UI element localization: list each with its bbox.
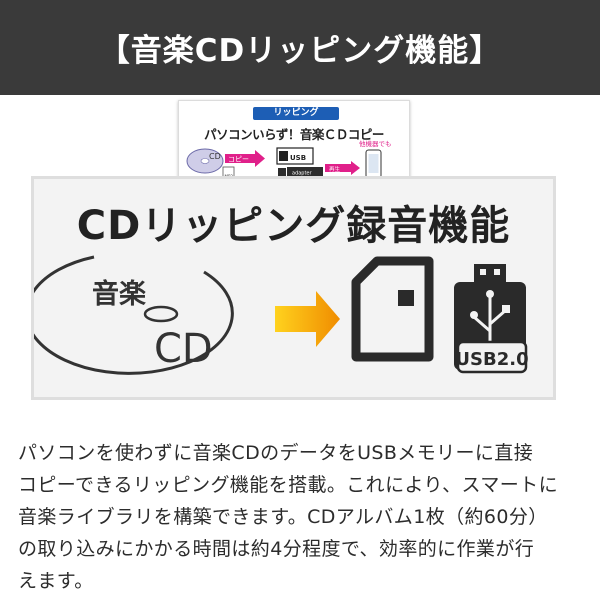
ripping-thumbnail: リッピング パソコンいらず！音楽ＣＤコピー CD MP3 コピー USB ada…: [178, 100, 410, 190]
thumb-sd-label: adapter: [292, 171, 313, 177]
description-line: えます。: [18, 570, 94, 592]
feature-description: パソコンを使わずに音楽CDのデータをUSBメモリーに直接 コピーできるリッピング…: [18, 437, 586, 597]
cd-disc-icon: CD: [186, 148, 224, 174]
copy-arrow-icon: コピー: [225, 150, 265, 167]
banner-title: 【音楽CDリッピング機能】: [0, 0, 600, 95]
panel-title: CDリッピング録音機能: [76, 203, 511, 249]
ripping-pill-label: リッピング: [253, 107, 339, 120]
play-arrow-icon: 再生: [325, 161, 360, 175]
description-line: の取り込みにかかる時間は約4分程度で、効率的に作業が行: [18, 538, 535, 560]
panel-illustration: 音楽 CD USB2.0: [34, 255, 529, 375]
cd-text-top: 音楽: [92, 278, 146, 310]
thumb-usb-label: USB: [290, 154, 306, 162]
smartphone-icon: [365, 149, 382, 179]
usb-version-label: USB2.0: [455, 349, 528, 370]
ripping-feature-panel: CDリッピング録音機能 音楽 CD: [31, 176, 556, 400]
thumbnail-diagram: CD MP3 コピー USB adapter 再生 他機器でも: [186, 139, 392, 182]
thumb-cd-label: CD: [209, 152, 221, 161]
thumb-play-label: 再生: [329, 165, 341, 173]
thumbnail-headline: パソコンいらず！音楽ＣＤコピー: [204, 127, 384, 142]
orange-arrow-icon: [275, 291, 340, 347]
description-line: コピーできるリッピング機能を搭載。これにより、スマートに: [18, 474, 558, 496]
usb-icon: USB2.0: [454, 264, 529, 374]
description-line: 音楽ライブラリを構築できます。CDアルバム1枚（約60分）: [18, 506, 548, 528]
cd-text-bottom: CD: [154, 326, 213, 372]
sd-adapter-icon: adapter: [278, 167, 323, 177]
music-cd-icon: 音楽 CD: [34, 255, 234, 375]
thumb-other-device-label: 他機器でも: [359, 139, 392, 148]
thumb-copy-label: コピー: [228, 156, 249, 164]
usb-device-icon: USB: [276, 147, 314, 165]
sd-card-icon: [351, 256, 434, 362]
description-line: パソコンを使わずに音楽CDのデータをUSBメモリーに直接: [18, 442, 534, 464]
